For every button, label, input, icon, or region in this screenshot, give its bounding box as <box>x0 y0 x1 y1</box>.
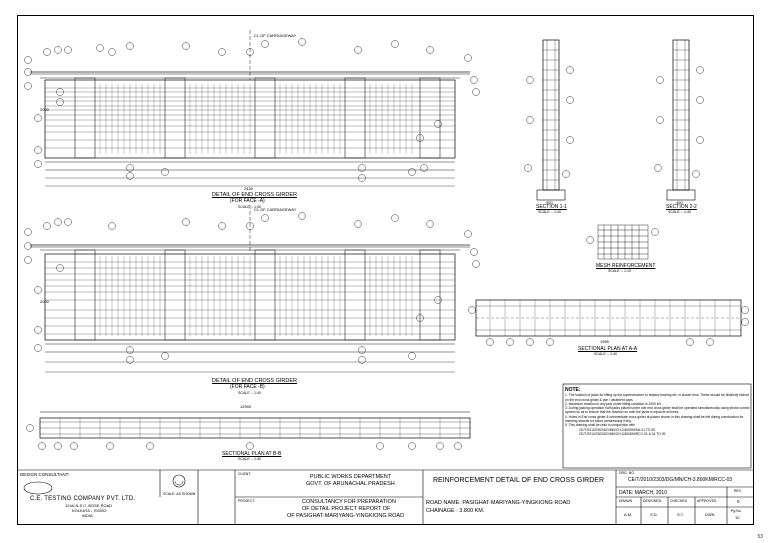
designed-by: S.D. <box>650 512 658 517</box>
dim-c-aa: 1955 <box>600 339 609 344</box>
drawn-label: DRAWN <box>619 499 633 503</box>
checked-by: S.T. <box>677 512 684 517</box>
date: DATE: MARCH, 2010 <box>619 490 667 496</box>
plan-bb-title: SECTIONAL PLAN AT B-B <box>222 451 282 457</box>
company-name: C.E. TESTING COMPANY PVT. LTD. <box>30 496 136 502</box>
scale-label: SCALE: AS SHOWN <box>163 492 196 496</box>
note-item: 2. Maximum reaction to any jack under li… <box>565 401 662 406</box>
detail-a-subtitle: (FOR FACE -A) <box>230 198 265 204</box>
client-line-1: PUBLIC WORKS DEPARTMENT <box>310 474 392 480</box>
section-22-scale: SCALE :- 1:40 <box>668 210 691 214</box>
detail-b-scale: SCALE :- 1:40 <box>238 391 261 395</box>
chainage: CHAINAGE : 3.800 KM. <box>426 508 485 514</box>
title-block-lines <box>17 469 754 525</box>
pg-no: 10 <box>735 515 740 520</box>
project-label: PROJECT: <box>238 499 255 503</box>
dim-total-bb: 12900 <box>240 404 252 409</box>
dim-w-s22: 450 <box>676 200 683 205</box>
road-name: ROAD NAME: PASIGHAT-MARIYANG-YINGKIONG R… <box>426 500 571 506</box>
cl-label-a: CL OF CARRIAGEWAY <box>254 33 297 38</box>
detail-a-scale: SCALE :- 1:40 <box>238 205 261 209</box>
callouts-b <box>24 212 480 364</box>
detail-a-title: DETAIL OF END CROSS GIRDER <box>212 192 297 198</box>
detail-face-b <box>30 205 470 373</box>
dim-w-s11: 450 <box>546 200 553 205</box>
mesh-reinforcement <box>586 224 659 260</box>
rev-label: REV. <box>734 489 742 493</box>
company-logo <box>23 474 186 495</box>
drawing-sheet <box>17 15 754 525</box>
note-item: CE/T/2010/2303/DG/MN/CH-3.800KM/RCC-01 &… <box>579 431 666 436</box>
notes-box <box>562 383 752 469</box>
company-address-3: INDIA <box>82 513 93 518</box>
dim-total-a: 2450 <box>244 186 253 191</box>
section-2-2 <box>654 39 704 201</box>
drawing-title: REINFORCEMENT DETAIL OF END CROSS GIRDER <box>433 477 604 484</box>
drg-no-label: DRG. NO. <box>619 471 635 475</box>
cl-label-b: CL OF CARRIAGEWAY <box>254 207 297 212</box>
section-22-title: SECTION 2-2 <box>666 204 697 210</box>
notes-heading: NOTE: <box>565 387 581 393</box>
design-consultant-label: DESIGN CONSULTANT: <box>20 472 70 477</box>
project-line-1: CONSULTANCY FOR PREPARATION <box>302 499 396 505</box>
page-number: 53 <box>757 534 763 540</box>
section-1-1 <box>524 39 574 201</box>
client-label: CLIENT: <box>238 472 252 476</box>
drg-no: CE/T/2010/2303/DG/MN/CH-3.800KM/RCC-03 <box>628 477 733 483</box>
approved-label: APPROVED <box>697 499 717 503</box>
plan-bb-scale: SCALE :- 1:40 <box>238 457 261 461</box>
designed-label: DESIGNED <box>643 499 662 503</box>
note-item: 4. Holes in End cross girder & intermedi… <box>565 414 744 424</box>
company-address-1: 124A,N.S.C. BOSE ROAD <box>65 503 113 508</box>
company-address-2: KOLKATA - 700092 <box>72 508 107 513</box>
sectional-plan-bb <box>26 411 471 450</box>
pg-no-label: Pg.No. <box>731 509 742 513</box>
mesh-title: MESH REINFORCEMENT <box>596 263 656 269</box>
mesh-scale: SCALE :- 1:10 <box>608 269 631 273</box>
plan-aa-title: SECTIONAL PLAN AT A-A <box>578 346 638 352</box>
rev-value: 0 <box>737 499 740 504</box>
project-line-3: OF PASIGHAT-MARIYANG-YINGKIONG ROAD <box>287 513 405 519</box>
checked-label: CHECKED <box>670 499 688 503</box>
project-line-2: OF DETAIL PROJECT REPORT OF <box>302 506 391 512</box>
notes-panel: NOTE: 1. The location of jacks for lifti… <box>565 387 750 436</box>
dim-height-b: 2000 <box>40 299 49 304</box>
detail-face-a <box>30 30 470 187</box>
drawn-by: A.M. <box>624 512 633 517</box>
section-11-title: SECTION 1-1 <box>536 204 567 210</box>
note-item: 5. This drawing shall be read in conjunc… <box>565 423 635 428</box>
note-item: 3. During jacking operation both jacks p… <box>565 406 750 415</box>
callouts-a <box>24 38 480 182</box>
detail-b-title: DETAIL OF END CROSS GIRDER <box>212 378 297 384</box>
note-item: 1. The location of jacks for lifting up … <box>565 393 750 402</box>
client-line-2: GOVT. OF ARUNACHAL PRADESH <box>306 481 395 487</box>
dim-height-a: 2000 <box>40 107 49 112</box>
section-11-scale: SCALE :- 1:40 <box>538 210 561 214</box>
detail-b-subtitle: (FOR FACE -B) <box>230 384 265 390</box>
sectional-plan-aa <box>468 299 749 346</box>
note-item: CE/T/2010/2303/DG/MN/CH-3.800KM/SA-01 TO… <box>579 427 655 432</box>
plan-aa-scale: SCALE :- 1:40 <box>594 352 617 356</box>
approved-by: DWN <box>705 512 715 517</box>
